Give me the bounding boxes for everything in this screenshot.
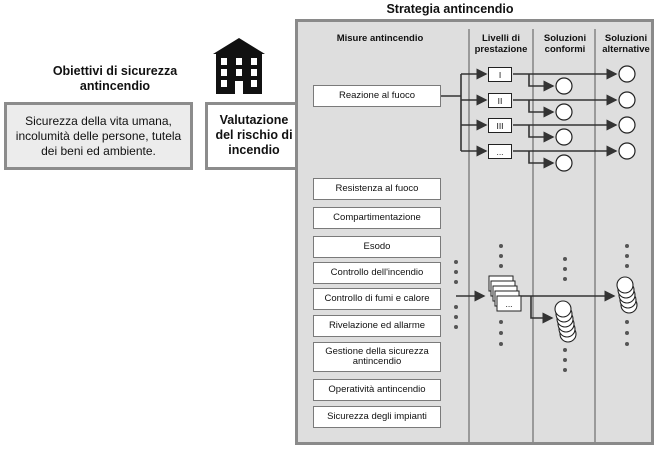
strategy-title: Strategia antincendio (386, 2, 514, 16)
level-box-3: III (488, 118, 512, 133)
column-header-alternative: Soluzioni alternative (602, 33, 650, 55)
measure-resistenza-al-fuoco: Resistenza al fuoco (313, 178, 441, 200)
measure-operativita-antincendio: Operatività antincendio (313, 379, 441, 401)
measure-controllo-incendio: Controllo dell'incendio (313, 262, 441, 284)
level-box-4: ... (488, 144, 512, 159)
objectives-title: Obiettivi di sicurezza antincendio (52, 64, 178, 93)
measure-reazione-al-fuoco: Reazione al fuoco (313, 85, 441, 107)
objectives-box: Sicurezza della vita umana, incolumità d… (4, 102, 193, 170)
level-box-1: I (488, 67, 512, 82)
column-header-conforming: Soluzioni conformi (543, 33, 587, 55)
column-header-measures: Misure antincendio (336, 33, 424, 44)
risk-assessment-label: Valutazione del rischio di incendio (215, 113, 293, 157)
level-box-2: II (488, 93, 512, 108)
measure-controllo-fumi-calore: Controllo di fumi e calore (313, 288, 441, 310)
measure-gestione-sicurezza: Gestione della sicurezza antincendio (313, 342, 441, 372)
measure-rivelazione-allarme: Rivelazione ed allarme (313, 315, 441, 337)
measure-esodo: Esodo (313, 236, 441, 258)
objectives-text: Sicurezza della vita umana, incolumità d… (15, 113, 182, 158)
stack-level-label: ... (505, 299, 512, 309)
measure-sicurezza-impianti: Sicurezza degli impianti (313, 406, 441, 428)
column-header-levels: Livelli di prestazione (474, 33, 528, 55)
building-icon (213, 38, 265, 94)
measure-compartimentazione: Compartimentazione (313, 207, 441, 229)
